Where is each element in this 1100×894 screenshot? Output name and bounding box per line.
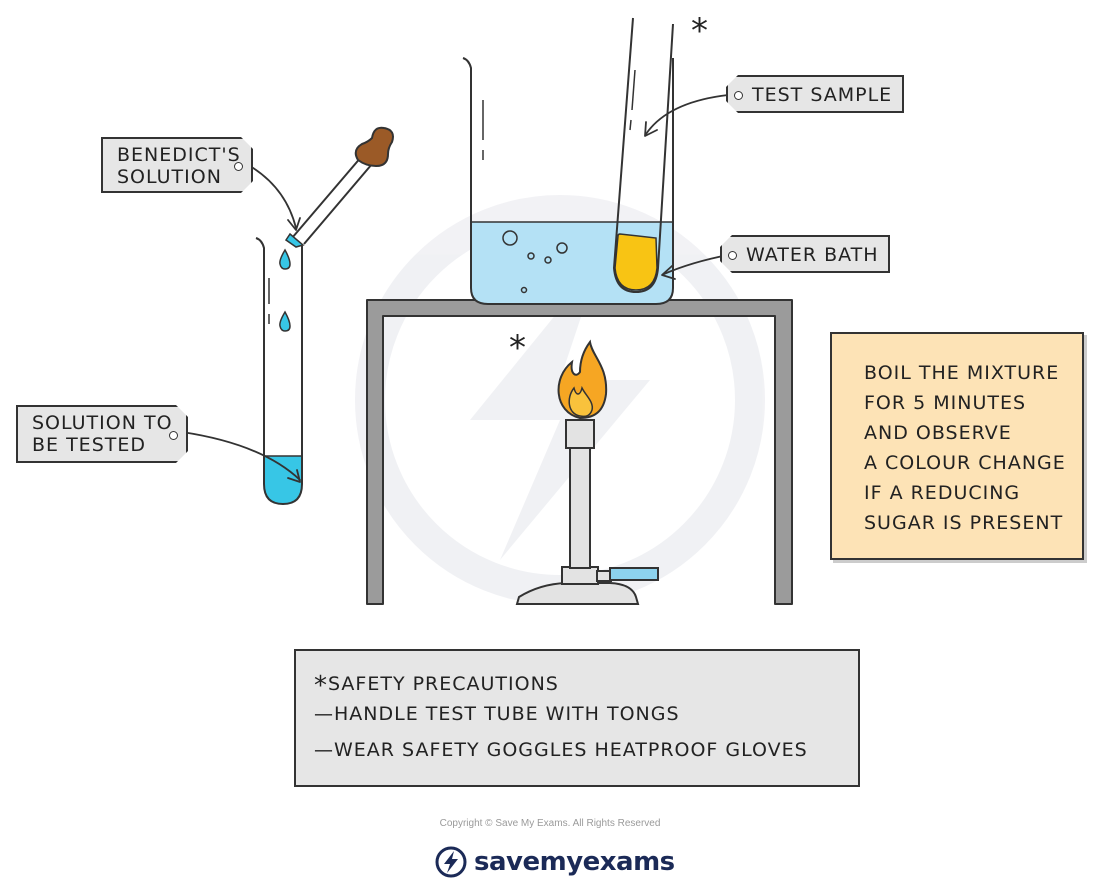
label-benedicts-line-1: BENEDICT'S — [117, 144, 241, 166]
note-line: AND OBSERVE — [864, 422, 1012, 444]
inner-flame — [568, 385, 594, 418]
safety-precautions-box: *SAFETY PRECAUTIONS —HANDLE TEST TUBE WI… — [294, 649, 860, 787]
brand-logo: savemyexams — [434, 842, 675, 882]
benedicts-drops — [279, 248, 291, 332]
note-line: A COLOUR CHANGE — [864, 452, 1066, 474]
safety-asterisk: * — [314, 671, 328, 701]
copyright-text: Copyright © Save My Exams. All Rights Re… — [439, 818, 661, 829]
instruction-note: BOIL THE MIXTURE FOR 5 MINUTES AND OBSER… — [830, 332, 1084, 560]
dropper — [284, 126, 394, 248]
label-test-sample-text: TEST SAMPLE — [752, 84, 893, 106]
bunsen-burner — [515, 339, 659, 605]
tag-hole — [728, 251, 737, 260]
tag-hole — [734, 91, 743, 100]
label-solution-line-1: SOLUTION TO — [32, 412, 173, 434]
safety-title: *SAFETY PRECAUTIONS — [314, 667, 858, 703]
note-line: SUGAR IS PRESENT — [864, 512, 1064, 534]
label-solution-to-be-tested: SOLUTION TO BE TESTED — [16, 405, 188, 463]
label-water-bath: WATER BATH — [720, 235, 890, 273]
tube-safety-asterisk: * — [691, 11, 708, 51]
burner-safety-asterisk: * — [509, 328, 526, 368]
tag-hole — [234, 162, 243, 171]
tag-hole — [169, 431, 178, 440]
safety-item: —HANDLE TEST TUBE WITH TONGS — [314, 703, 680, 725]
pointer-arrows — [181, 94, 729, 483]
test-sample-tube — [612, 17, 674, 294]
note-line: BOIL THE MIXTURE — [864, 362, 1060, 384]
label-water-bath-text: WATER BATH — [746, 244, 879, 266]
safety-item: —WEAR SAFETY GOGGLES HEATPROOF GLOVES — [314, 739, 808, 761]
brand-name: savemyexams — [474, 847, 675, 877]
label-solution-line-2: BE TESTED — [32, 434, 146, 456]
label-benedicts-solution: BENEDICT'S SOLUTION — [101, 137, 253, 193]
note-line: FOR 5 MINUTES — [864, 392, 1027, 414]
label-test-sample: TEST SAMPLE — [726, 75, 904, 113]
solution-test-tube — [255, 237, 303, 506]
lightning-bolt-icon — [435, 846, 467, 878]
label-benedicts-line-2: SOLUTION — [117, 166, 222, 188]
safety-title-text: SAFETY PRECAUTIONS — [328, 673, 559, 695]
bubbles — [502, 230, 568, 294]
note-line: IF A REDUCING — [864, 482, 1021, 504]
